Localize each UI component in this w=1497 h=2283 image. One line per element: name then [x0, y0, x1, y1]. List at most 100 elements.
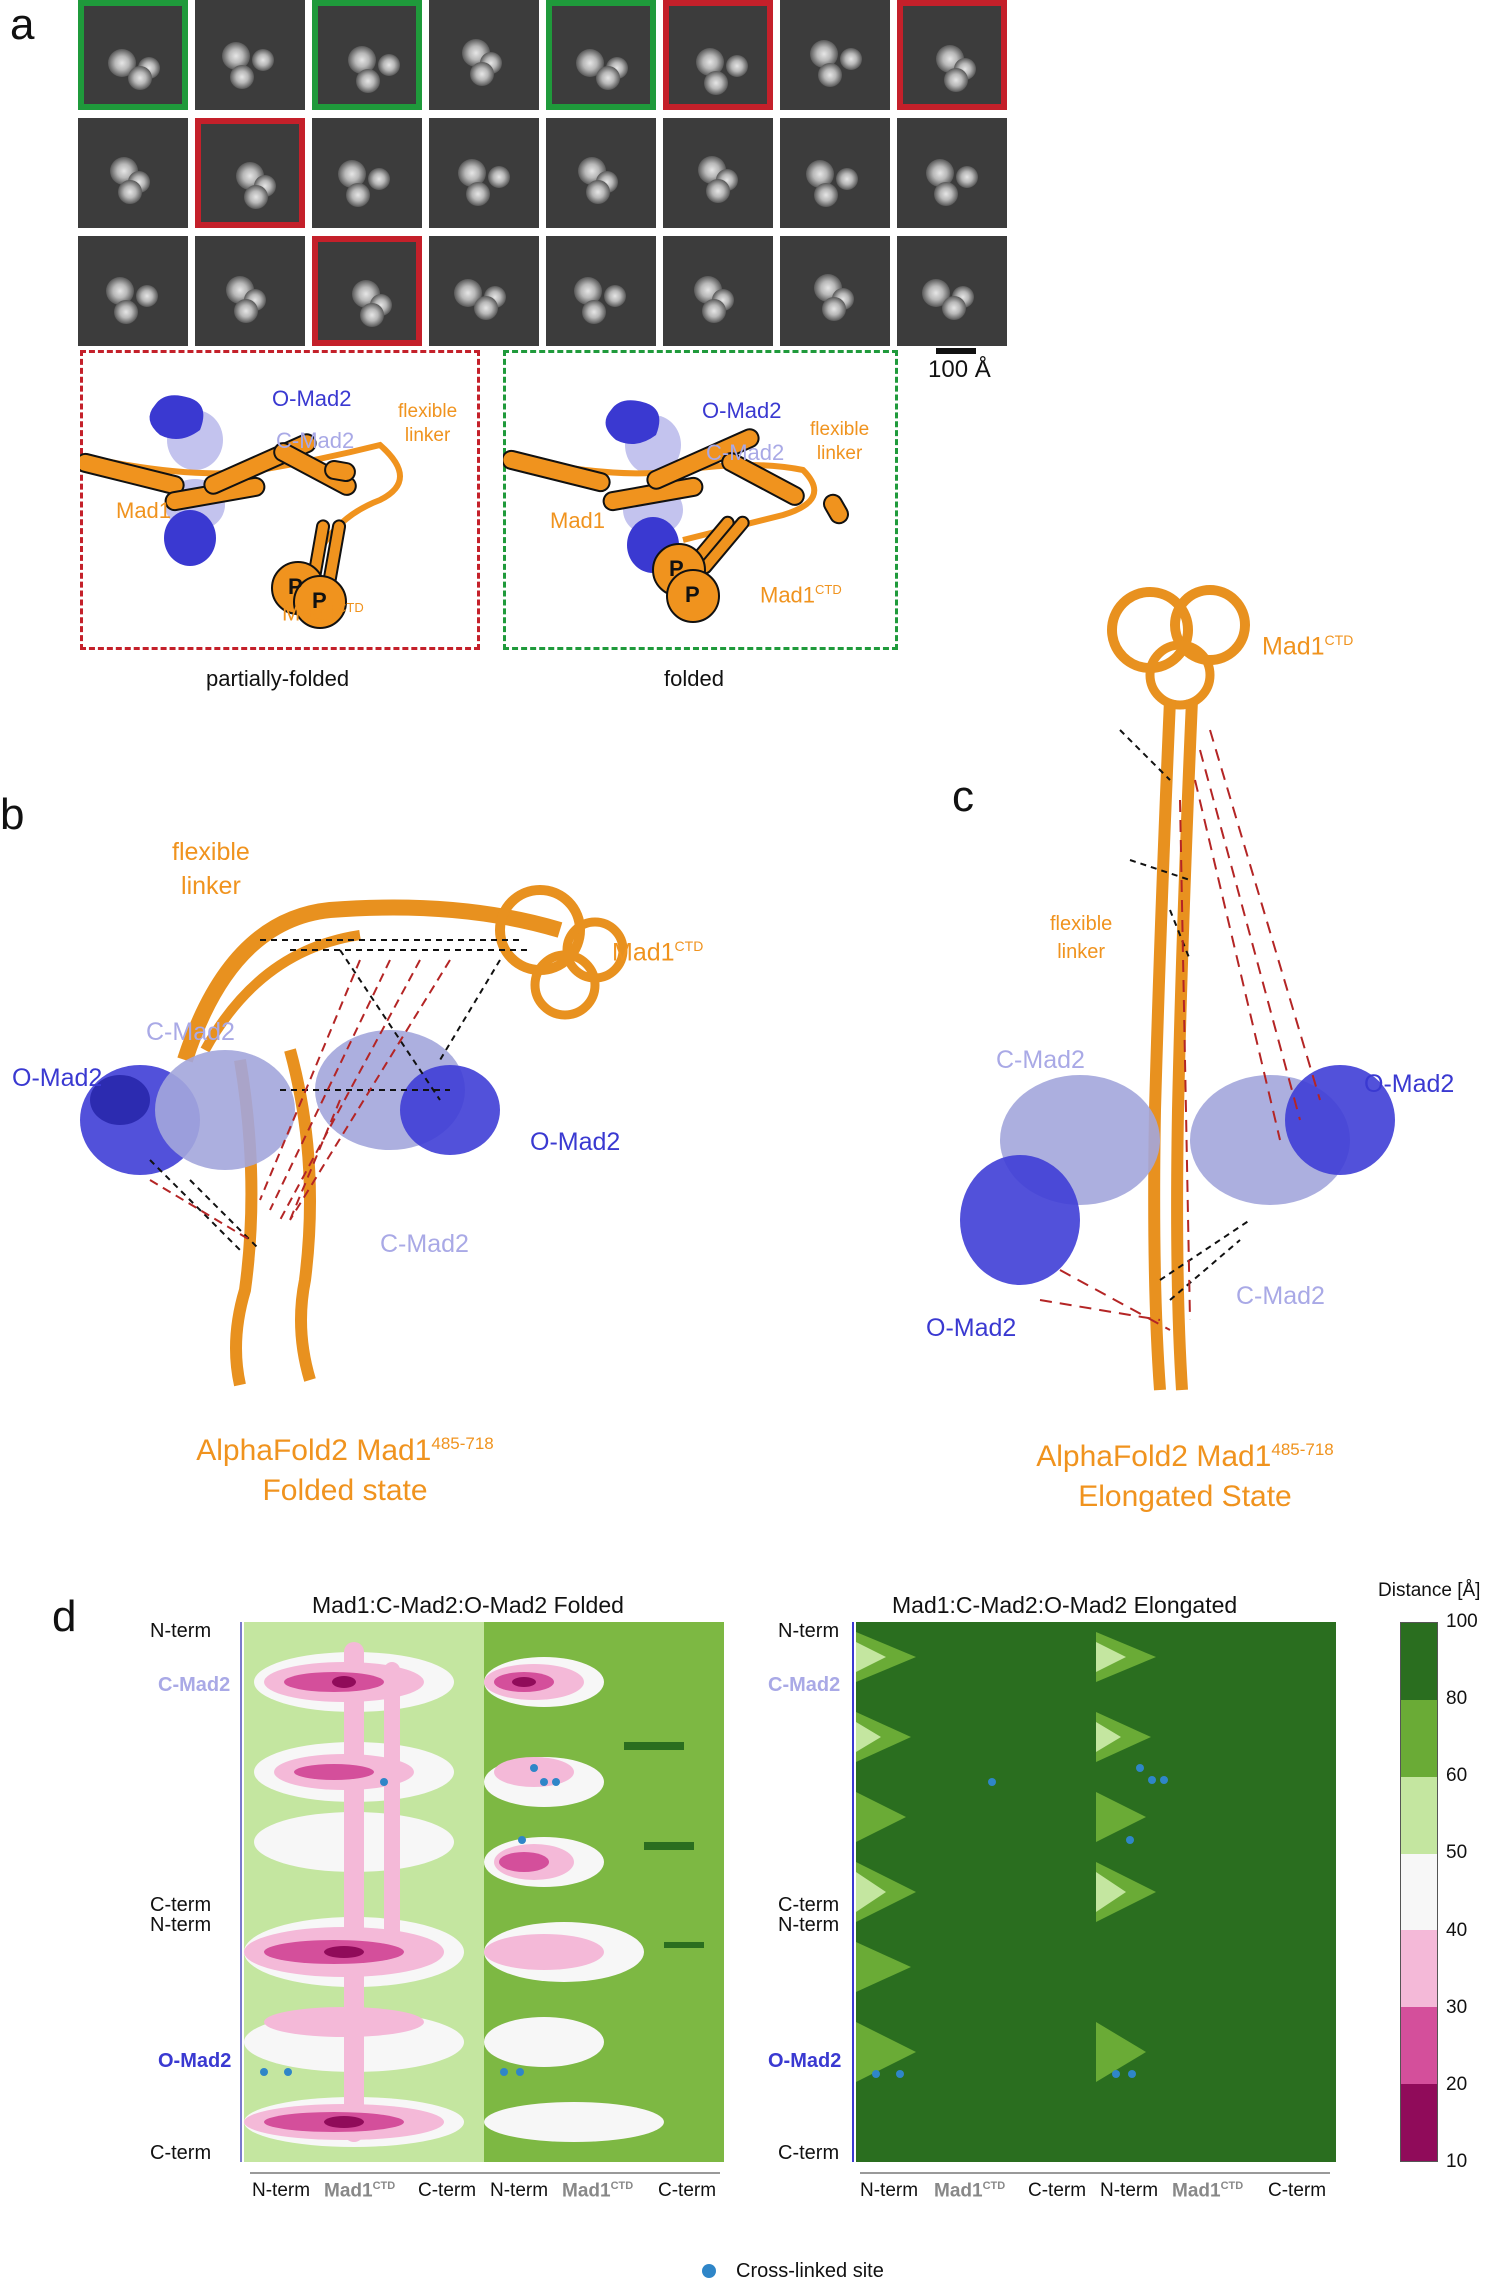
- svg-text:P: P: [312, 588, 327, 613]
- panel-letter-b: b: [0, 790, 25, 839]
- colorbar-title: Distance [Å]: [1378, 1580, 1481, 1601]
- c-mad1ctd-label: Mad1CTD: [1262, 632, 1354, 661]
- structure-elongated-state: [960, 585, 1395, 1391]
- colorbar: [1400, 1622, 1438, 2162]
- left-y-n-term-2: N-term: [150, 1914, 212, 1936]
- class-average-r1-c5: [546, 0, 656, 110]
- heatmap-right-title: Mad1:C-Mad2:O-Mad2 Elongated: [892, 1592, 1238, 1618]
- scale-bar: [936, 348, 976, 354]
- right-y-c-term-2: C-term: [778, 2142, 840, 2164]
- c-o-mad2-left-label: O-Mad2: [926, 1314, 1017, 1342]
- schematic2-o-mad2-label: O-Mad2: [702, 398, 782, 423]
- c-c-mad2-left-label: C-Mad2: [996, 1046, 1085, 1074]
- left-x-n-term-2: N-term: [490, 2180, 549, 2201]
- schematic2-c-mad2-label: C-Mad2: [706, 440, 785, 465]
- colorbar-segment: [1401, 2007, 1437, 2085]
- class-average-r2-c3: [312, 118, 422, 228]
- c-o-mad2-right-label: O-Mad2: [1364, 1070, 1455, 1098]
- heatmap-elongated: [856, 1622, 1336, 2162]
- colorbar-segment: [1401, 1699, 1437, 1778]
- b-o-mad2-right-label: O-Mad2: [530, 1128, 621, 1156]
- schematic1-mad1ctd-label: Mad1CTD: [282, 600, 364, 626]
- structure-folded-state: [80, 885, 628, 1387]
- heatmap-folded: [244, 1622, 724, 2162]
- colorbar-tick-label: 30: [1446, 1996, 1468, 2018]
- colorbar-tick-label: 40: [1446, 1919, 1468, 1941]
- class-average-r2-c2: [195, 118, 305, 228]
- class-average-r1-c4: [429, 0, 539, 110]
- right-y-c-mad2: C-Mad2: [768, 1674, 841, 1696]
- colorbar-tick-label: 20: [1446, 2073, 1468, 2095]
- class-average-r3-c7: [780, 236, 890, 346]
- left-x-axis-line: [250, 2172, 720, 2174]
- class-average-r1-c7: [780, 0, 890, 110]
- class-average-r3-c1: [78, 236, 188, 346]
- class-average-r2-c5: [546, 118, 656, 228]
- right-x-mad1ctd-1: Mad1CTD: [934, 2180, 1006, 2202]
- colorbar-tick-label: 100: [1446, 1611, 1478, 1632]
- left-x-n-term-1: N-term: [252, 2180, 311, 2201]
- right-x-n-term-2: N-term: [1100, 2180, 1159, 2201]
- right-x-mad1ctd-2: Mad1CTD: [1172, 2180, 1244, 2202]
- schematic2-mad1-label: Mad1: [550, 508, 606, 533]
- colorbar-segment: [1401, 2084, 1437, 2162]
- colorbar-tick-label: 10: [1446, 2151, 1468, 2172]
- svg-text:P: P: [288, 574, 303, 599]
- left-y-axis-line: [240, 1622, 242, 2162]
- left-x-mad1ctd-2: Mad1CTD: [562, 2180, 634, 2202]
- class-average-r2-c4: [429, 118, 539, 228]
- left-x-c-term-1: C-term: [418, 2180, 477, 2201]
- colorbar-tick-label: 60: [1446, 1765, 1468, 1787]
- right-y-o-mad2: O-Mad2: [768, 2050, 842, 2072]
- class-average-r3-c4: [429, 236, 539, 346]
- class-average-r3-c2: [195, 236, 305, 346]
- left-y-c-term-2: C-term: [150, 2142, 212, 2164]
- colorbar-tick-label: 80: [1446, 1688, 1468, 1710]
- right-y-axis-line: [852, 1622, 854, 2162]
- b-o-mad2-left-label: O-Mad2: [12, 1064, 103, 1092]
- b-mad1ctd-label: Mad1CTD: [612, 938, 704, 967]
- colorbar-segment: [1401, 1623, 1437, 1701]
- class-average-r3-c3: [312, 236, 422, 346]
- class-average-r1-c6: [663, 0, 773, 110]
- colorbar-tick-label: 50: [1446, 1842, 1468, 1864]
- class-average-r2-c1: [78, 118, 188, 228]
- panel-letter-c: c: [952, 772, 974, 821]
- schematic-partially-folded: [80, 350, 480, 650]
- schematic-folded: [503, 350, 898, 650]
- left-y-c-mad2: C-Mad2: [158, 1674, 231, 1696]
- schematic-partially-folded-drawing: P P: [80, 395, 403, 629]
- left-y-c-term-1: C-term: [150, 1894, 212, 1916]
- class-average-r3-c5: [546, 236, 656, 346]
- cross-linked-site-label: Cross-linked site: [736, 2260, 884, 2282]
- class-average-r2-c6: [663, 118, 773, 228]
- panel-letter-d: d: [52, 1592, 77, 1641]
- right-x-axis-line: [860, 2172, 1330, 2174]
- schematic2-mad1ctd-label: Mad1CTD: [760, 582, 842, 608]
- class-average-r2-c8: [897, 118, 1007, 228]
- panel-letter-a: a: [10, 0, 35, 49]
- heatmap-left-title: Mad1:C-Mad2:O-Mad2 Folded: [312, 1592, 624, 1618]
- left-y-o-mad2: O-Mad2: [158, 2050, 232, 2072]
- svg-text:P: P: [669, 556, 684, 581]
- class-average-r1-c1: [78, 0, 188, 110]
- colorbar-segment: [1401, 1930, 1437, 2008]
- right-y-n-term-2: N-term: [778, 1914, 840, 1936]
- class-average-r1-c8: [897, 0, 1007, 110]
- class-average-r3-c8: [897, 236, 1007, 346]
- schematic1-c-mad2-label: C-Mad2: [276, 428, 355, 453]
- class-average-r3-c6: [663, 236, 773, 346]
- left-y-n-term-1: N-term: [150, 1620, 212, 1642]
- colorbar-segment: [1401, 1776, 1437, 1855]
- colorbar-segment: [1401, 1853, 1437, 1931]
- class-average-r1-c2: [195, 0, 305, 110]
- schematic2-caption: folded: [664, 666, 724, 691]
- schematic1-mad1-label: Mad1: [116, 498, 172, 523]
- schematic1-o-mad2-label: O-Mad2: [272, 386, 352, 411]
